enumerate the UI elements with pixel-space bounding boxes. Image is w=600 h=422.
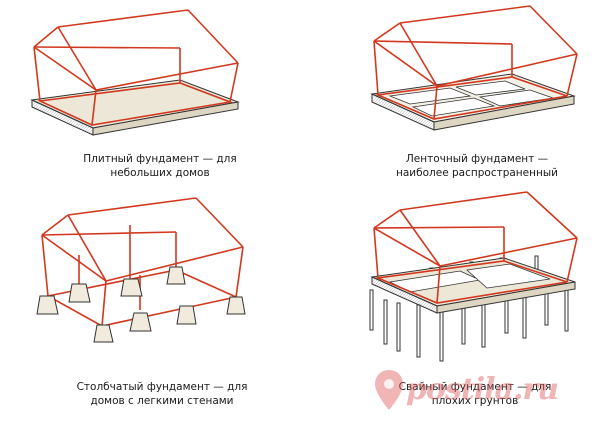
- caption-line: плохих грунтов: [431, 395, 519, 407]
- column-foundation-drawing: [36, 197, 246, 343]
- pile-foundation-drawing: [369, 191, 578, 362]
- caption-pile-foundation: Свайный фундамент — для плохих грунтов: [365, 380, 585, 408]
- postila-watermark: postila.ru: [372, 366, 600, 416]
- caption-slab-foundation: Плитный фундамент — для небольших домов: [50, 152, 270, 180]
- caption-line: Ленточный фундамент —: [405, 153, 549, 165]
- caption-strip-foundation: Ленточный фундамент — наиболее распростр…: [367, 152, 587, 180]
- caption-line: Свайный фундамент — для: [398, 381, 552, 393]
- slab-foundation-drawing: [30, 9, 240, 136]
- caption-line: домов с легкими стенами: [90, 395, 234, 407]
- caption-line: небольших домов: [110, 167, 210, 179]
- caption-line: Плитный фундамент — для: [83, 153, 237, 165]
- watermark-tld: .ru: [512, 372, 559, 407]
- pin-logo-icon: [375, 370, 403, 410]
- caption-column-foundation: Столбчатый фундамент — для домов с легки…: [52, 380, 272, 408]
- caption-line: наиболее распространенный: [396, 167, 558, 179]
- caption-line: Столбчатый фундамент — для: [76, 381, 248, 393]
- strip-foundation-drawing: [370, 5, 578, 131]
- watermark-text: postila.ru: [406, 366, 559, 408]
- watermark-main: postila: [406, 372, 514, 407]
